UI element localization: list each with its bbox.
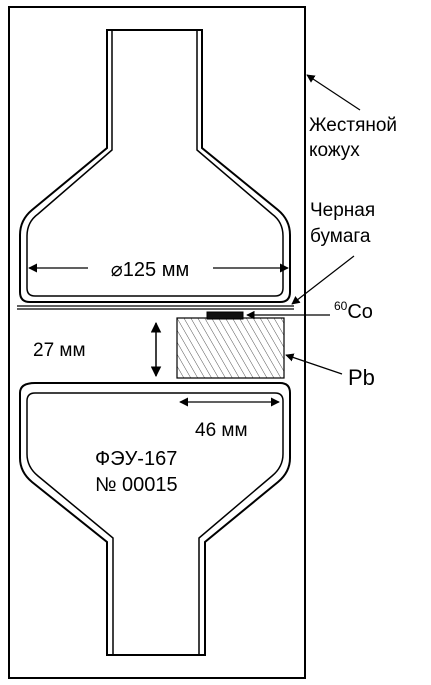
cobalt-mass-number: 60 (334, 299, 348, 313)
gap-label: 27 мм (33, 340, 86, 361)
casing-label-line1: Жестяной (309, 115, 397, 136)
cobalt-label: 60Co (334, 299, 373, 323)
lead-label: Pb (348, 365, 375, 390)
lower-pmt (19, 382, 291, 656)
pmt-serial-label: № 00015 (95, 474, 178, 496)
upper-pmt (19, 29, 291, 303)
casing-pointer (306, 74, 361, 111)
pmt-model-label: ФЭУ-167 (95, 448, 177, 470)
lead-pointer (285, 353, 343, 375)
diameter-label: ⌀125 мм (111, 259, 189, 281)
cobalt-element: Co (347, 301, 373, 323)
cobalt-source (206, 311, 244, 320)
tin-casing (8, 6, 306, 679)
paper-pointer (291, 255, 355, 305)
casing-label-line2: кожух (309, 140, 360, 161)
width-label: 46 мм (195, 420, 248, 441)
lead-block (176, 317, 285, 379)
paper-label-line2: бумага (310, 226, 371, 247)
paper-label-line1: Черная (310, 200, 375, 221)
